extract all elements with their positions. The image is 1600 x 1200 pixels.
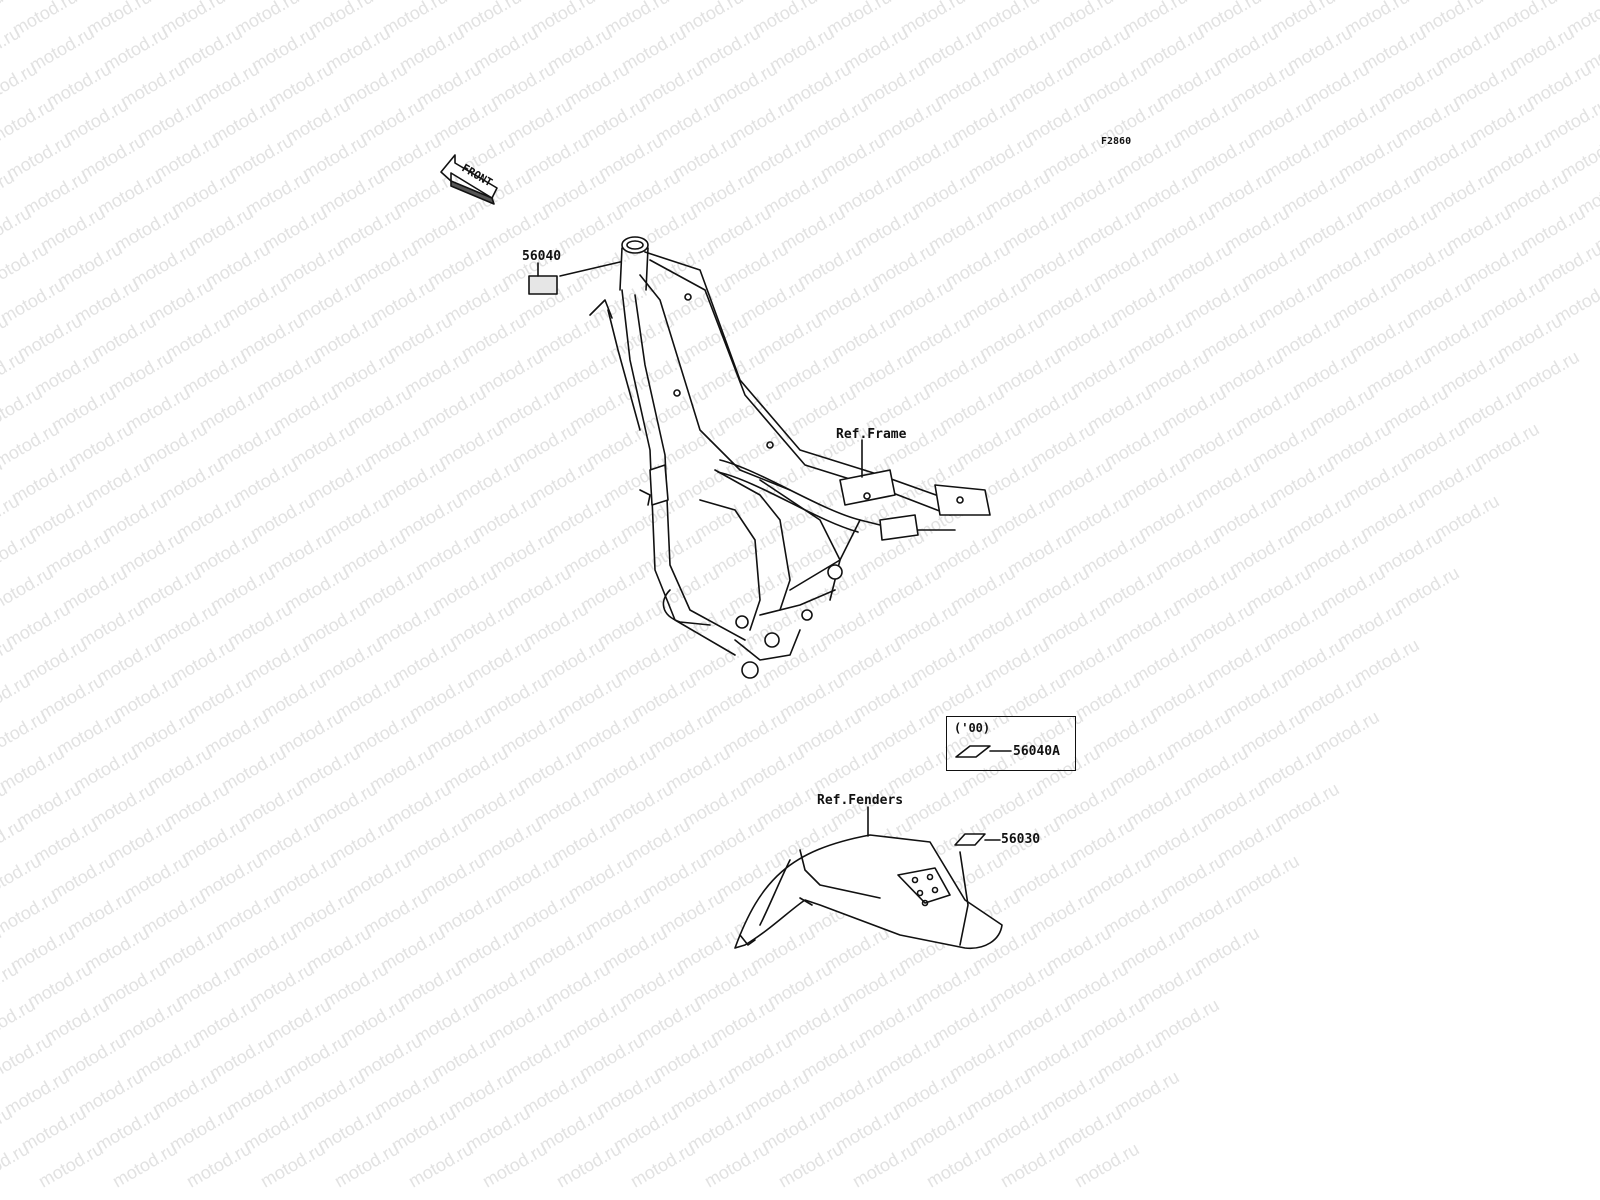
year-note-box <box>946 716 1076 771</box>
label-56040a-sticker <box>955 745 991 758</box>
frame-drawing <box>589 236 991 679</box>
ref-fenders-label[interactable]: Ref.Fenders <box>817 793 904 808</box>
part-number-56040[interactable]: 56040 <box>522 249 562 264</box>
front-arrow-icon: FRONT <box>440 154 498 205</box>
year-note: ('00) <box>954 721 991 735</box>
part-number-56040a[interactable]: 56040A <box>1013 744 1060 759</box>
ref-frame-label[interactable]: Ref.Frame <box>836 427 907 442</box>
rear-fender-drawing <box>734 834 1003 950</box>
diagram-code: F2860 <box>1101 136 1132 147</box>
label-56040-sticker <box>528 275 558 295</box>
label-56030-sticker <box>954 833 986 846</box>
part-number-56030[interactable]: 56030 <box>1001 832 1041 847</box>
